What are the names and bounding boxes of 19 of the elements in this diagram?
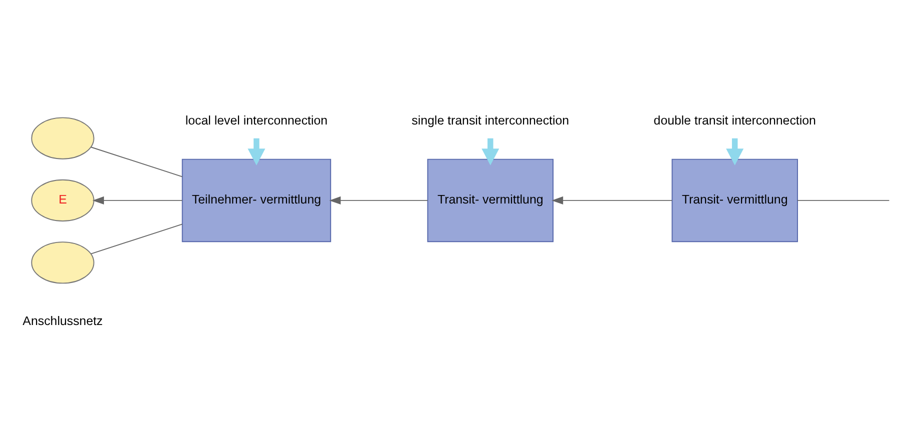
node-box: Transit- vermittlung	[427, 158, 554, 242]
arrow	[482, 138, 500, 166]
connector	[797, 200, 890, 201]
node-text: single transit interconnection	[412, 113, 570, 128]
connector	[90, 224, 183, 254]
node-circle	[31, 242, 94, 284]
node-ellipse: E	[31, 179, 94, 222]
arrow	[329, 196, 428, 204]
arrow	[726, 138, 744, 166]
node-circle	[31, 117, 94, 160]
arrow	[92, 196, 183, 204]
arrow	[248, 138, 266, 166]
node-text: double transit interconnection	[654, 113, 816, 128]
node-box: Transit- vermittlung	[672, 158, 798, 242]
node-text: local level interconnection	[185, 113, 328, 128]
arrow	[552, 196, 673, 204]
node-box: Teilnehmer- vermittlung	[182, 158, 332, 242]
label: Anschlussnetz	[22, 314, 103, 328]
connector	[90, 146, 183, 178]
